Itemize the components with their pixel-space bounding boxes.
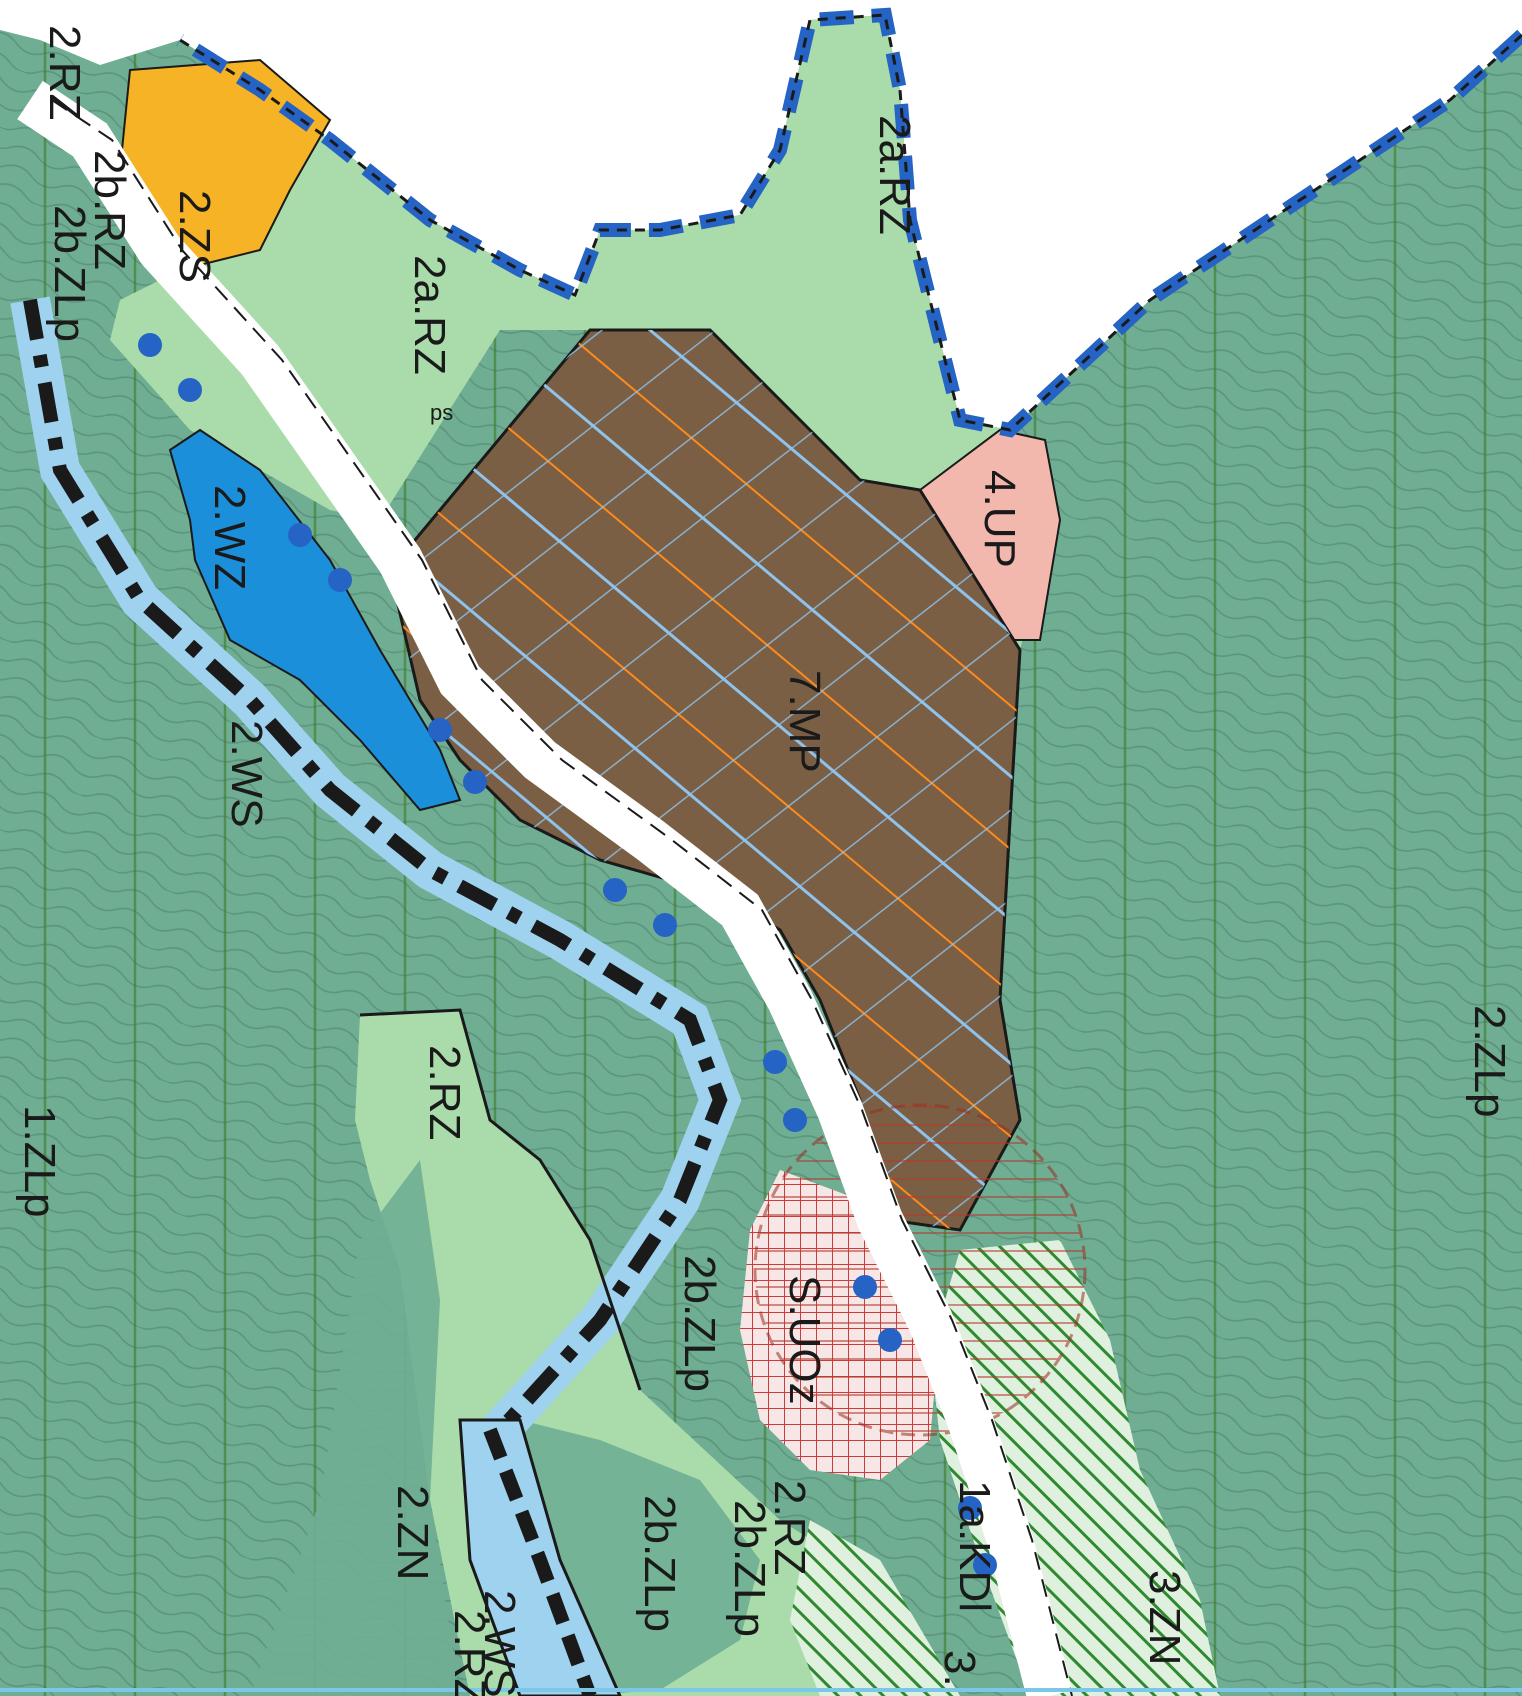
zone-label-2aRZ-top: 2a.RZ	[870, 115, 919, 235]
zone-label-2RZ-top: 2.RZ	[40, 25, 89, 120]
zone-label-2bZLp-low: 2b.ZLp	[635, 1495, 684, 1632]
zone-label-4UP: 4.UP	[975, 470, 1024, 568]
zone-label-3ZN: 3.ZN	[1140, 1570, 1189, 1665]
road	[17, 80, 1073, 1696]
zone-area-2WZ	[168, 428, 462, 812]
zone-label-7MP: 7.MP	[780, 670, 829, 773]
admin-boundary-inner	[179, 13, 1522, 432]
zone-label-2ZLp: 2.ZLp	[1465, 1005, 1514, 1118]
zone-label-2WS-b: 2.WS	[475, 1590, 524, 1696]
zone-label-2WZ: 2.WZ	[205, 485, 254, 590]
zone-label-2aRZ-mid: 2a.RZ	[405, 255, 454, 375]
zone-label-2bZLp-low2: 2b.ZLp	[725, 1500, 774, 1637]
corridor-2WS-dash	[23, 298, 728, 1696]
zone-label-2aRZ-ps: ps	[430, 400, 453, 425]
zone-area-2ZN	[250, 1160, 460, 1696]
zone-area-green-hatch-low	[790, 1520, 960, 1696]
zone-label-2ZS: 2.ZS	[170, 190, 219, 283]
road-edge	[51, 99, 1073, 1696]
zone-label-2bRZ-top: 2b.RZ	[85, 150, 134, 270]
zone-label-3-bottom: 3.	[935, 1650, 984, 1687]
zone-label-2bZLp-top: 2b.ZLp	[45, 205, 94, 342]
utility-line-dots	[138, 333, 997, 1577]
zone-label-2bZLp-mid: 2b.ZLp	[675, 1255, 724, 1392]
zone-label-SUOz: S.UOz	[780, 1275, 829, 1405]
zone-outline-2WS-low-dash	[483, 1427, 597, 1696]
zone-label-2RZ-bottom: 2.RZ	[445, 1610, 494, 1696]
zone-label-1aKDl: 1a.KDl	[950, 1480, 999, 1612]
zone-label-2RZ-mid: 2.RZ	[420, 1045, 469, 1140]
zone-label-2RZ-low: 2.RZ	[765, 1480, 814, 1575]
zone-outline-2RZ-mid	[359, 1008, 642, 1391]
zone-label-2WS-a: 2.WS	[222, 720, 271, 828]
outside-area	[0, 0, 1522, 430]
zone-label-1ZLp: 1.ZLp	[15, 1105, 64, 1218]
zone-hatch-7MP-diag	[390, 330, 1020, 1230]
zone-label-2ZN: 2.ZN	[388, 1485, 437, 1580]
